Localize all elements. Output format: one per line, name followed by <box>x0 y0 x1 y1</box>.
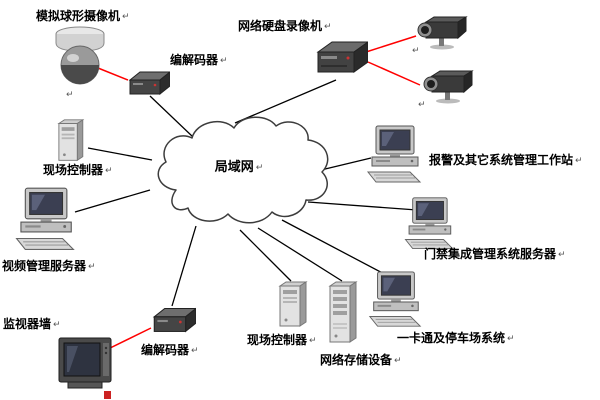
edge-dome-camera-codec-top <box>97 67 129 81</box>
label-monitor-wall: 监视器墙↵ <box>3 315 61 332</box>
label-text: 网络存储设备 <box>320 353 393 367</box>
label-alarm-workstation: 报警及其它系统管理工作站↵ <box>429 151 583 168</box>
label-codec-bottom: 编解码器↵ <box>141 341 199 358</box>
label-text: 现场控制器 <box>43 163 104 177</box>
label-nvr: 网络硬盘录像机↵ <box>238 17 332 34</box>
nvr-box-icon <box>314 38 368 78</box>
lan-cloud-label: 局域网↵ <box>204 156 274 175</box>
controller-tower-icon <box>50 118 88 164</box>
paragraph-mark: ↵ <box>575 156 583 166</box>
paragraph-mark: ↵ <box>309 336 317 346</box>
codec-box-icon <box>124 68 170 100</box>
edge-lan-cloud-network-storage <box>257 227 343 282</box>
label-field-controller-left: 现场控制器↵ <box>43 161 113 178</box>
controller-tower-icon <box>272 280 310 330</box>
label-text: 一卡通及停车场系统 <box>397 331 506 345</box>
label-text: 监视器墙 <box>3 317 52 331</box>
label-text: 报警及其它系统管理工作站 <box>429 153 574 167</box>
paragraph-mark: ↵ <box>105 166 113 176</box>
edge-lan-cloud-access-server <box>307 201 418 211</box>
paragraph-mark: ↵ <box>507 334 515 344</box>
label-field-controller-bottom: 现场控制器↵ <box>247 331 317 348</box>
paragraph-mark: ↵ <box>53 320 61 330</box>
paragraph-mark: ↵ <box>324 22 332 32</box>
paragraph-mark: ↵ <box>558 250 566 260</box>
label-text: 网络硬盘录像机 <box>238 19 323 33</box>
edge-lan-cloud-field-controller-bottom <box>239 229 292 282</box>
label-text: 编解码器 <box>141 343 190 357</box>
paragraph-mark: ↵ <box>66 90 74 100</box>
paragraph-mark: ↵ <box>412 46 420 56</box>
edge-lan-cloud-video-server <box>74 189 151 213</box>
paragraph-mark: ↵ <box>88 262 96 272</box>
edge-lan-cloud-field-controller-left <box>87 147 153 161</box>
paragraph-mark: ↵ <box>394 356 402 366</box>
box-camera-icon <box>412 14 468 50</box>
lan-label-text: 局域网 <box>214 160 254 175</box>
red-caret-mark <box>104 391 111 399</box>
desktop-computer-icon <box>8 186 82 256</box>
paragraph-mark: ↵ <box>220 56 228 66</box>
label-text: 现场控制器 <box>247 333 308 347</box>
label-dome-camera: 模拟球形摄像机↵ <box>36 7 130 24</box>
paragraph-mark: ↵ <box>191 346 199 356</box>
label-video-server: 视频管理服务器↵ <box>2 257 96 274</box>
label-text: 视频管理服务器 <box>2 259 87 273</box>
edge-nvr-box-camera-2 <box>367 61 421 86</box>
crt-monitor-icon <box>56 334 114 392</box>
dome-camera-icon <box>50 24 110 90</box>
label-text: 编解码器 <box>170 53 219 67</box>
edge-lan-cloud-parking-system <box>281 219 391 278</box>
label-text: 门禁集成管理系统服务器 <box>424 247 557 261</box>
label-access-server: 门禁集成管理系统服务器↵ <box>424 245 566 262</box>
lan-cloud <box>142 112 338 234</box>
edge-lan-cloud-alarm-workstation <box>320 157 372 171</box>
desktop-computer-icon <box>362 270 428 332</box>
label-codec-top: 编解码器↵ <box>170 51 228 68</box>
label-text: 模拟球形摄像机 <box>36 9 121 23</box>
edge-nvr-box-camera-1 <box>365 35 417 53</box>
edge-lan-cloud-nvr <box>234 79 337 124</box>
paragraph-mark: ↵ <box>122 12 130 22</box>
edge-lan-cloud-codec-bottom <box>171 225 197 307</box>
edge-lan-cloud-codec-top <box>149 95 194 138</box>
storage-tower-icon <box>324 280 362 348</box>
box-camera-icon <box>418 68 474 104</box>
desktop-computer-icon <box>364 124 424 188</box>
paragraph-mark: ↵ <box>418 100 426 110</box>
codec-box-icon <box>148 304 196 338</box>
label-parking-system: 一卡通及停车场系统↵ <box>397 329 515 346</box>
cloud-icon <box>157 116 329 224</box>
label-network-storage: 网络存储设备↵ <box>320 351 402 368</box>
desktop-computer-icon <box>398 196 460 254</box>
paragraph-mark: ↵ <box>255 163 264 173</box>
